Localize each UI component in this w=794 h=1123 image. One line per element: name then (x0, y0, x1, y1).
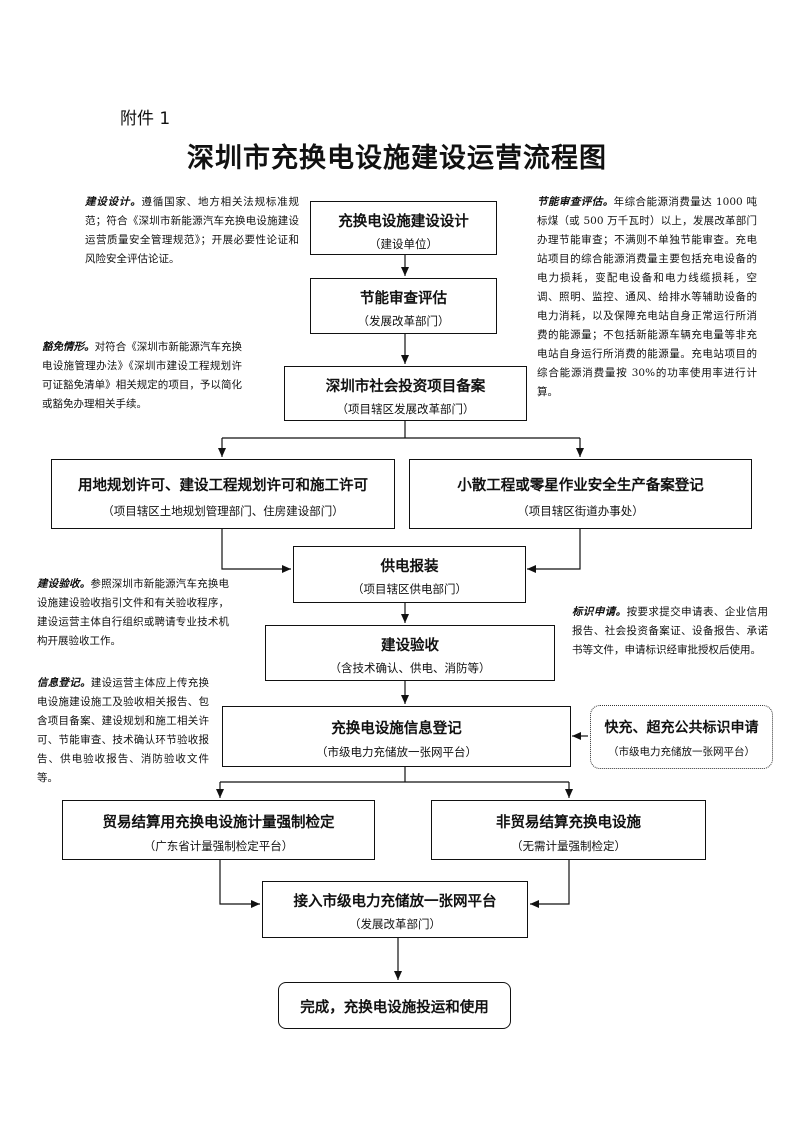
arrow-nontrade-to-connect (530, 859, 570, 908)
box-complete: 完成，充换电设施投运和使用 (278, 982, 511, 1029)
box-acceptance: 建设验收 （含技术确认、供电、消防等） (265, 625, 555, 681)
note-body: 对符合《深圳市新能源汽车充换电设施管理办法》《深圳市建设工程规划许可证豁免清单》… (42, 341, 242, 410)
note-logo-application: 标识申请。按要求提交申请表、企业信用报告、社会投资备案证、设备报告、承诺书等文件… (572, 603, 768, 660)
box-title: 小散工程或零星作业安全生产备案登记 (457, 477, 704, 494)
box-title: 接入市级电力充储放一张网平台 (293, 893, 497, 910)
box-title: 贸易结算用充换电设施计量强制检定 (102, 814, 335, 831)
box-title: 非贸易结算充换电设施 (496, 814, 641, 831)
arrow-trade-to-connect (219, 859, 260, 908)
note-acceptance: 建设验收。参照深圳市新能源汽车充换电设施建设验收指引文件和有关验收程序，建设运营… (37, 575, 229, 651)
box-investment-filing: 深圳市社会投资项目备案 （项目辖区发展改革部门） (284, 366, 527, 421)
note-body: 按要求提交申请表、企业信用报告、社会投资备案证、设备报告、承诺书等文件，申请标识… (572, 606, 769, 656)
box-title: 供电报装 (380, 558, 439, 575)
arrow-safety-to-power (527, 528, 581, 573)
box-sub: （项目辖区街道办事处） (517, 504, 644, 518)
box-construction-design: 充换电设施建设设计 （建设单位） (310, 201, 497, 255)
box-trade-metering: 贸易结算用充换电设施计量强制检定 （广东省计量强制检定平台） (62, 800, 375, 860)
box-land-permit: 用地规划许可、建设工程规划许可和施工许可 （项目辖区土地规划管理部门、住房建设部… (51, 459, 395, 529)
note-body: 年综合能源消费量达 1000 吨标煤（或 500 万千瓦时）以上，发展改革部门办… (537, 196, 757, 398)
box-sub: （市级电力充储放一张网平台） (608, 746, 755, 758)
note-heading: 节能审查评估。 (537, 196, 614, 208)
box-sub: （无需计量强制检定） (511, 839, 626, 853)
note-heading: 信息登记。 (37, 677, 91, 689)
page-title: 深圳市充换电设施建设运营流程图 (187, 143, 607, 174)
box-sub: （发展改革部门） (357, 314, 450, 328)
box-title: 深圳市社会投资项目备案 (325, 378, 486, 395)
box-non-trade: 非贸易结算充换电设施 （无需计量强制检定） (431, 800, 706, 860)
box-public-logo-application: 快充、超充公共标识申请 （市级电力充储放一张网平台） (590, 705, 773, 769)
note-body: 遵循国家、地方相关法规标准规范；符合《深圳市新能源汽车充换电设施建设运营质量安全… (85, 196, 300, 265)
note-body: 建设运营主体应上传充换电设施建设施工及验收相关报告、包含项目备案、建设规划和施工… (37, 677, 210, 784)
box-title: 建设验收 (381, 637, 439, 654)
box-sub: （市级电力充储放一张网平台） (316, 745, 477, 759)
box-sub: （项目辖区供电部门） (352, 582, 467, 596)
box-energy-review: 节能审查评估 （发展改革部门） (310, 278, 497, 334)
attachment-label: 附件 1 (120, 109, 171, 129)
note-heading: 豁免情形。 (42, 341, 95, 353)
box-safety-filing: 小散工程或零星作业安全生产备案登记 （项目辖区街道办事处） (409, 459, 752, 529)
note-construction-design: 建设设计。遵循国家、地方相关法规标准规范；符合《深圳市新能源汽车充换电设施建设运… (85, 193, 299, 269)
note-energy-review: 节能审查评估。年综合能源消费量达 1000 吨标煤（或 500 万千瓦时）以上，… (537, 193, 757, 402)
box-power-supply: 供电报装 （项目辖区供电部门） (293, 546, 526, 603)
box-title: 充换电设施信息登记 (331, 720, 462, 737)
box-sub: （广东省计量强制检定平台） (143, 839, 294, 853)
box-sub: （建设单位） (369, 237, 438, 251)
note-info-registration: 信息登记。建设运营主体应上传充换电设施建设施工及验收相关报告、包含项目备案、建设… (37, 674, 209, 788)
box-title: 充换电设施建设设计 (338, 213, 469, 230)
arrow-land-to-power (221, 528, 291, 573)
note-heading: 标识申请。 (572, 606, 627, 618)
box-connect-platform: 接入市级电力充储放一张网平台 （发展改革部门） (262, 881, 528, 938)
box-sub: （含技术确认、供电、消防等） (329, 661, 491, 675)
box-title: 节能审查评估 (360, 290, 447, 307)
box-sub: （项目辖区发展改革部门） (336, 402, 475, 416)
box-title: 用地规划许可、建设工程规划许可和施工许可 (78, 477, 368, 494)
note-heading: 建设设计。 (85, 196, 142, 208)
note-exemption: 豁免情形。对符合《深圳市新能源汽车充换电设施管理办法》《深圳市建设工程规划许可证… (42, 338, 242, 424)
box-title: 完成，充换电设施投运和使用 (300, 999, 489, 1016)
box-sub: （项目辖区土地规划管理部门、住房建设部门） (102, 504, 344, 518)
box-info-registration: 充换电设施信息登记 （市级电力充储放一张网平台） (222, 706, 571, 767)
box-title: 快充、超充公共标识申请 (604, 720, 759, 736)
box-sub: （发展改革部门） (349, 917, 441, 931)
note-body: 参照深圳市新能源汽车充换电设施建设验收指引文件和有关验收程序，建设运营主体自行组… (37, 578, 230, 647)
note-heading: 建设验收。 (37, 578, 91, 590)
